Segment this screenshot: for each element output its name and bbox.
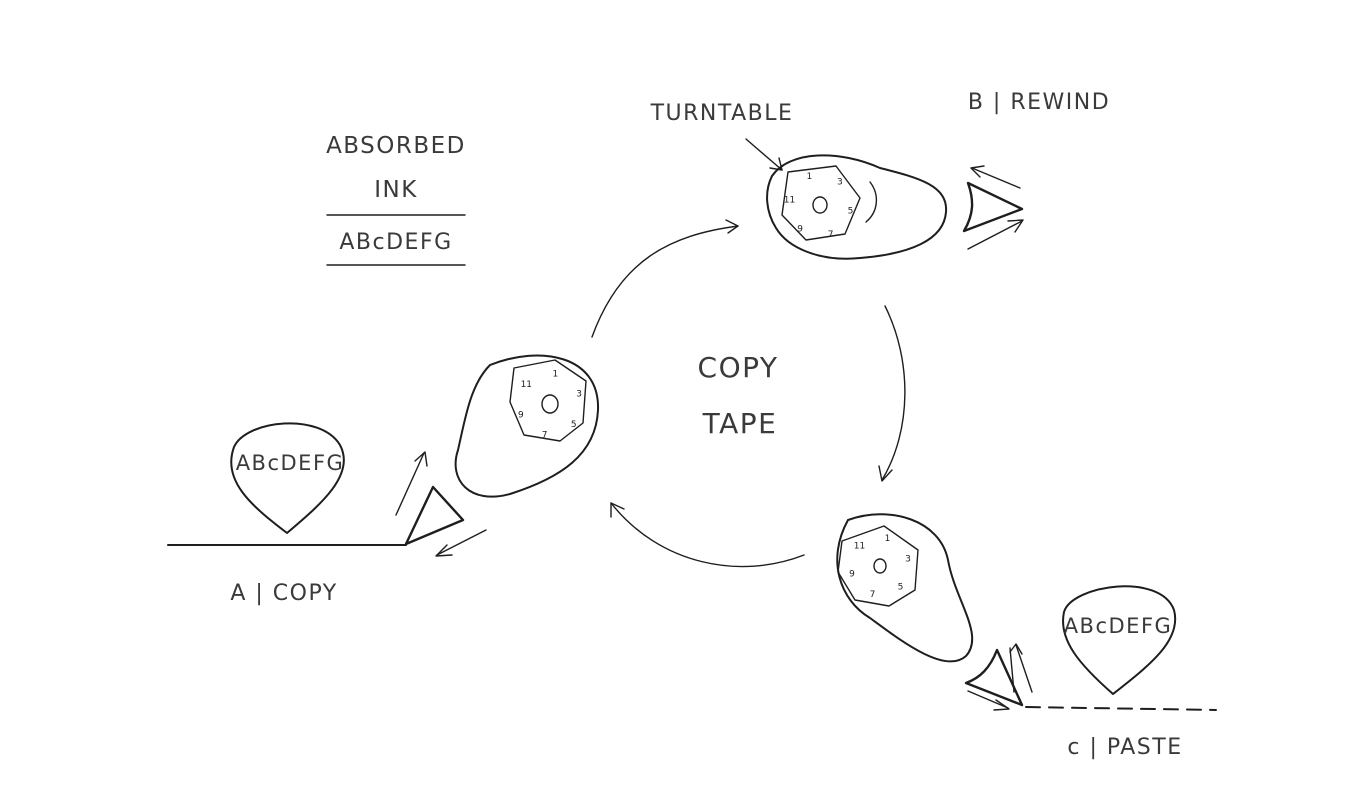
turntable-ticks-b: 1 3 5 7 9 11 — [784, 172, 854, 240]
motion-arrow-a-back — [436, 529, 487, 556]
step-c-label: c | PASTE — [1067, 735, 1182, 760]
tape-reel-b — [781, 165, 861, 241]
turntable-tick-label: 1 — [807, 172, 813, 182]
motion-arrow-c-up-1 — [1009, 647, 1015, 693]
turntable-tick-label: 7 — [828, 230, 834, 240]
turntable-tick-label: 7 — [542, 431, 548, 441]
absorbed-ink-sample: ABcDEFG — [339, 230, 452, 255]
absorbed-ink-title-line2: INK — [374, 177, 418, 203]
turntable-tick-label: 1 — [553, 370, 559, 380]
motion-arrowhead-b-back — [970, 165, 985, 178]
dispenser-body-a — [454, 354, 600, 498]
stage-b-rewind: TURNTABLE B | REWIND — [650, 90, 1110, 260]
cycle-arrowhead-a-to-b — [725, 219, 739, 234]
cycle-arrows — [591, 219, 906, 568]
absorbed-ink-legend: ABSORBED INK ABcDEFG — [326, 133, 466, 266]
cycle-arrowhead-b-to-c — [878, 465, 893, 482]
motion-arrow-b-back — [971, 167, 1021, 189]
cycle-arrow-a-to-b — [591, 225, 739, 338]
applicator-tip-c — [964, 648, 1024, 707]
turntable-tick-label: 11 — [521, 380, 532, 390]
motion-arrow-b-forward — [967, 220, 1023, 250]
rotation-mark-b — [865, 181, 877, 223]
turntable-tick-label: 11 — [784, 196, 795, 206]
reel-hub-b — [812, 196, 828, 214]
text-bubble-c — [1062, 585, 1177, 695]
turntable-tick-label: 3 — [837, 177, 843, 187]
text-bubble-a — [230, 422, 345, 534]
turntable-tick-label: 5 — [848, 206, 854, 216]
turntable-tick-label: 9 — [518, 411, 524, 421]
motion-arrowhead-c-up — [1009, 643, 1023, 655]
motion-arrow-c-up-2 — [1015, 644, 1033, 693]
center-label-line1: COPY — [698, 351, 779, 384]
turntable-pointer-head — [769, 157, 783, 171]
turntable-tick-label: 11 — [854, 542, 865, 552]
cycle-arrow-b-to-c — [881, 305, 906, 481]
turntable-tick-label: 1 — [885, 534, 891, 544]
applicator-tip-a — [404, 485, 465, 546]
absorbed-ink-title-line1: ABSORBED — [326, 133, 466, 159]
stage-c-paste: ABcDEFG — [836, 513, 1217, 711]
motion-arrowhead-b-forward — [1007, 219, 1024, 233]
turntable-tick-label: 3 — [905, 555, 911, 565]
turntable-pointer — [745, 138, 783, 171]
dispenser-body-b — [766, 154, 948, 260]
center-label-line2: TAPE — [702, 407, 778, 440]
tape-reel-a — [509, 359, 587, 442]
motion-arrowhead-a-back — [435, 544, 453, 557]
turntable-tick-label: 5 — [571, 420, 577, 430]
turntable-ticks-a: 1 3 5 7 9 11 — [518, 370, 582, 441]
dispenser-body-c — [836, 513, 974, 663]
motion-arrowhead-c-forward — [993, 699, 1010, 711]
turntable-tick-label: 9 — [849, 570, 855, 580]
turntable-tick-label: 7 — [870, 590, 876, 600]
step-a-label: A | COPY — [230, 581, 337, 606]
cycle-arrowhead-c-to-a — [610, 502, 625, 518]
cycle-arrow-c-to-a — [610, 502, 805, 568]
motion-arrow-c-forward — [967, 690, 1009, 709]
turntable-ticks-c: 1 3 5 7 9 11 — [849, 534, 911, 600]
step-b-label: B | REWIND — [968, 90, 1110, 115]
center-label: COPY TAPE — [698, 351, 779, 440]
reel-hub-c — [873, 558, 887, 574]
reel-hub-a — [541, 394, 559, 414]
tape-reel-c — [837, 525, 919, 607]
text-bubble-a-label: ABcDEFG — [236, 451, 345, 475]
turntable-tick-label: 9 — [797, 225, 803, 235]
turntable-tick-label: 3 — [576, 389, 582, 399]
stage-a-copy: ABcDEFG — [167, 354, 600, 557]
applicator-tip-b — [962, 181, 1024, 233]
motion-arrowhead-a-up — [414, 451, 428, 467]
paper-line-c-dashed — [1025, 706, 1217, 711]
motion-arrow-a-up — [395, 452, 425, 516]
text-bubble-c-label: ABcDEFG — [1064, 614, 1173, 638]
turntable-label: TURNTABLE — [650, 101, 794, 126]
turntable-tick-label: 5 — [898, 583, 904, 593]
